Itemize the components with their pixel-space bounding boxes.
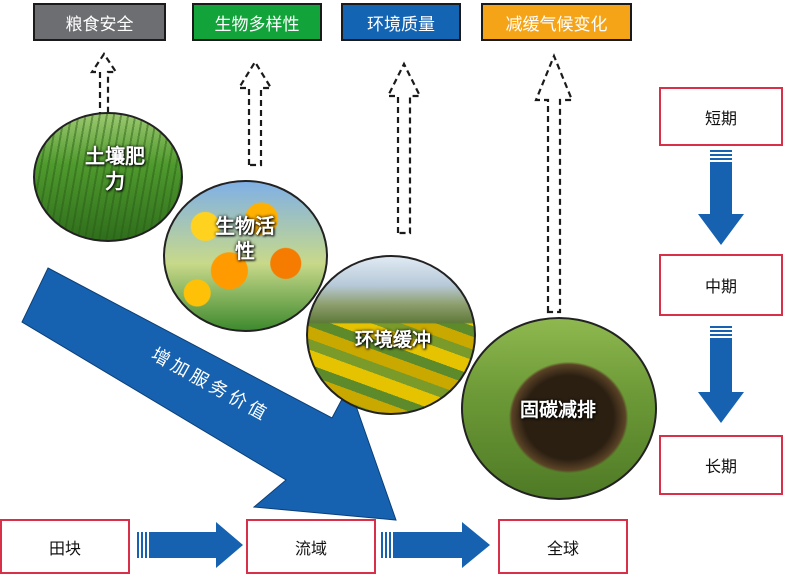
circle-environmental-buffer: 环境缓冲 (306, 255, 476, 415)
time-arrow-2-stripe-b (710, 330, 732, 332)
time-label-short-term: 短期 (704, 108, 737, 128)
space-arrow-1-stripe-c (145, 532, 147, 558)
time-arrow-2 (698, 338, 744, 423)
circle-soil-fertility: 土壤肥力 (33, 112, 183, 242)
dashed-arrow-up-4 (534, 53, 574, 314)
space-arrow-2-stripe-a (381, 532, 383, 558)
goal-label-environment-quality: 环境质量 (367, 14, 435, 35)
time-box-short-term: 短期 (659, 87, 783, 146)
time-arrow-1-stripe-c (710, 158, 732, 160)
dashed-arrow-up-1 (89, 52, 119, 120)
space-arrow-1-stripe-b (141, 532, 143, 558)
space-arrow-2 (393, 522, 490, 568)
circle-label-biological-activity: 生物活性 (215, 214, 275, 263)
circle-biological-activity: 生物活性 (163, 180, 328, 332)
time-arrow-2-stripe-c (710, 334, 732, 336)
time-label-long-term: 长期 (704, 457, 737, 476)
goal-box-food-security: 粮食安全 (33, 3, 166, 41)
time-box-long-term: 长期 (659, 435, 783, 495)
space-arrow-2-stripe-c (389, 532, 391, 558)
time-label-mid-term: 中期 (704, 277, 737, 296)
circle-carbon-sequestration: 固碳减排 (461, 317, 657, 500)
space-label-watershed: 流域 (294, 538, 327, 558)
goal-label-climate-mitigation: 减缓气候变化 (505, 14, 608, 35)
circle-label-soil-fertility: 土壤肥力 (85, 144, 145, 193)
time-arrow-2-stripe-a (710, 326, 732, 328)
goal-label-food-security: 粮食安全 (65, 14, 134, 35)
goal-box-biodiversity: 生物多样性 (192, 3, 322, 41)
big-diagonal-arrow (21, 267, 397, 521)
goal-box-environment-quality: 环境质量 (341, 3, 461, 41)
space-arrow-1 (149, 522, 243, 568)
dashed-arrow-up-3 (386, 61, 422, 235)
goal-box-climate-mitigation: 减缓气候变化 (481, 3, 632, 41)
space-label-global: 全球 (546, 538, 579, 558)
goal-label-biodiversity: 生物多样性 (214, 14, 300, 35)
circle-label-environmental-buffer: 环境缓冲 (354, 329, 431, 351)
time-arrow-1 (698, 162, 744, 245)
circle-label-carbon-sequestration: 固碳减排 (519, 399, 596, 421)
space-arrow-1-stripe-a (137, 532, 139, 558)
space-box-global: 全球 (498, 519, 628, 574)
dashed-arrow-up-2 (237, 59, 273, 167)
time-arrow-1-stripe-a (710, 150, 732, 152)
space-box-watershed: 流域 (246, 519, 376, 574)
space-arrow-2-stripe-b (385, 532, 387, 558)
time-box-mid-term: 中期 (659, 254, 783, 316)
space-label-field: 田块 (48, 538, 81, 558)
time-arrow-1-stripe-b (710, 154, 732, 156)
space-box-field: 田块 (0, 519, 130, 574)
